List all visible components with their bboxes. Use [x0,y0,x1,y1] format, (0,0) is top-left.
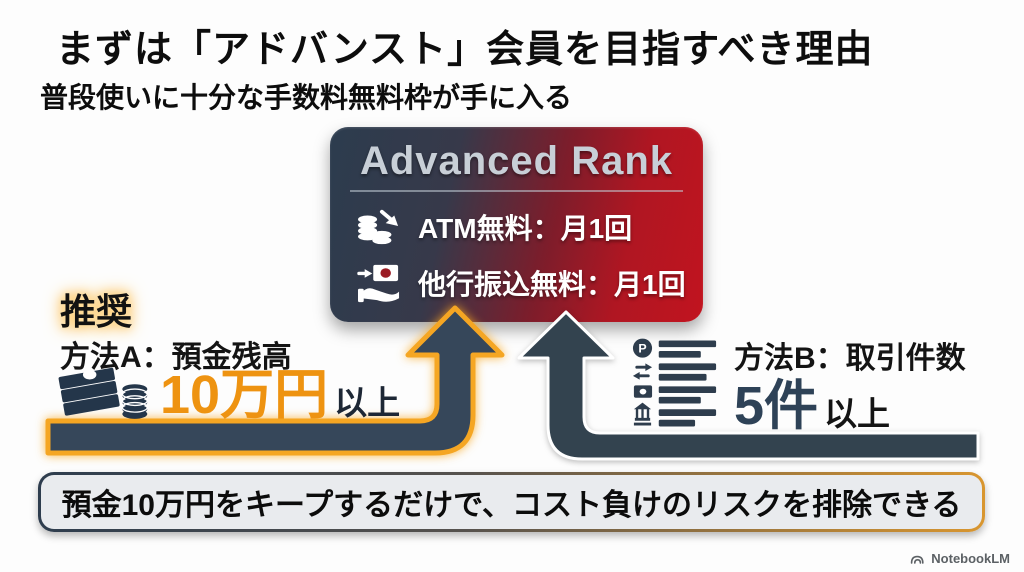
rank-card-title: Advanced Rank [359,139,674,183]
benefit-label-atm: ATM無料：月1回 [418,213,633,244]
method-a-suffix: 以上 [334,384,401,422]
method-a-value: 10万円 以上 [58,362,400,422]
conclusion-banner-inner: 預金10万円をキープするだけで、コスト負けのリスクを排除できる [41,475,982,529]
svg-text:P: P [638,341,646,355]
recommend-badge: 推奨 [60,291,133,332]
benefit-row-atm: ATM無料：月1回 [356,206,703,248]
method-a-arrow [45,305,505,456]
transaction-list-icon: P [632,338,717,427]
method-b-block: P 方法B：取引件数 5件 以上 [632,333,966,433]
method-b-title: 方法B：取引件数 [734,342,966,375]
conclusion-banner: 預金10万円をキープするだけで、コスト負けのリスクを排除できる [38,472,985,532]
divider [350,190,683,192]
atm-withdraw-icon [358,209,399,245]
benefit-row-transfer: 他行振込無料：月1回 [356,262,703,304]
benefit-label-transfer: 他行振込無料：月1回 [418,269,686,300]
conclusion-text: 預金10万円をキープするだけで、コスト負けのリスクを排除できる [61,489,962,522]
advanced-rank-card: Advanced Rank ATM無料：月1回 他行振込無 [330,127,703,322]
method-b-suffix: 以上 [824,395,891,433]
cash-stack-icon [58,367,148,419]
method-b-arrow [517,310,980,461]
method-a-title: 方法A：預金残高 [60,341,292,374]
watermark: NotebookLM [910,551,1010,566]
bank-transfer-icon [357,264,400,303]
method-b-value: 5件 以上 [734,379,966,433]
method-b-count: 5件 [734,376,819,436]
notebooklm-logo-icon [911,555,924,564]
page-subtitle: 普段使いに十分な手数料無料枠が手に入る [40,82,573,113]
page-title: まずは「アドバンスト」会員を目指すべき理由 [56,29,874,71]
method-a-amount: 10万円 [160,365,329,425]
watermark-label: NotebookLM [931,551,1010,566]
